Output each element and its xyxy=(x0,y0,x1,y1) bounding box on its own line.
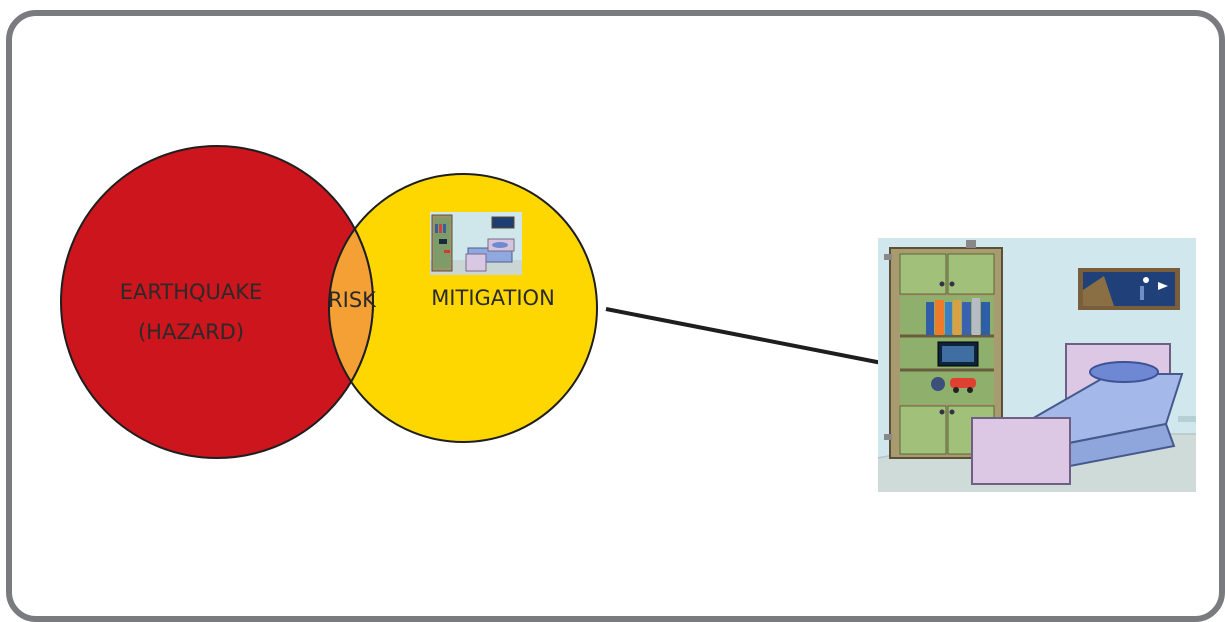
hazard-label-line1: EARTHQUAKE xyxy=(120,280,263,304)
bedroom-thumbnail-icon xyxy=(430,212,522,275)
connector-line xyxy=(605,307,883,365)
pillow-icon xyxy=(1089,361,1159,383)
mitigation-label: MITIGATION xyxy=(431,286,555,310)
bed-icon xyxy=(971,343,1184,485)
picture-frame-icon xyxy=(1078,268,1180,310)
bookshelf-icon xyxy=(884,240,1003,459)
hazard-label-line2: (HAZARD) xyxy=(138,320,244,344)
bedroom-illustration-icon xyxy=(877,238,1196,492)
risk-overlap xyxy=(328,173,373,443)
risk-label: RISK xyxy=(328,288,377,312)
venn-diagram: EARTHQUAKE (HAZARD) RISK MITIGATION xyxy=(60,145,598,459)
